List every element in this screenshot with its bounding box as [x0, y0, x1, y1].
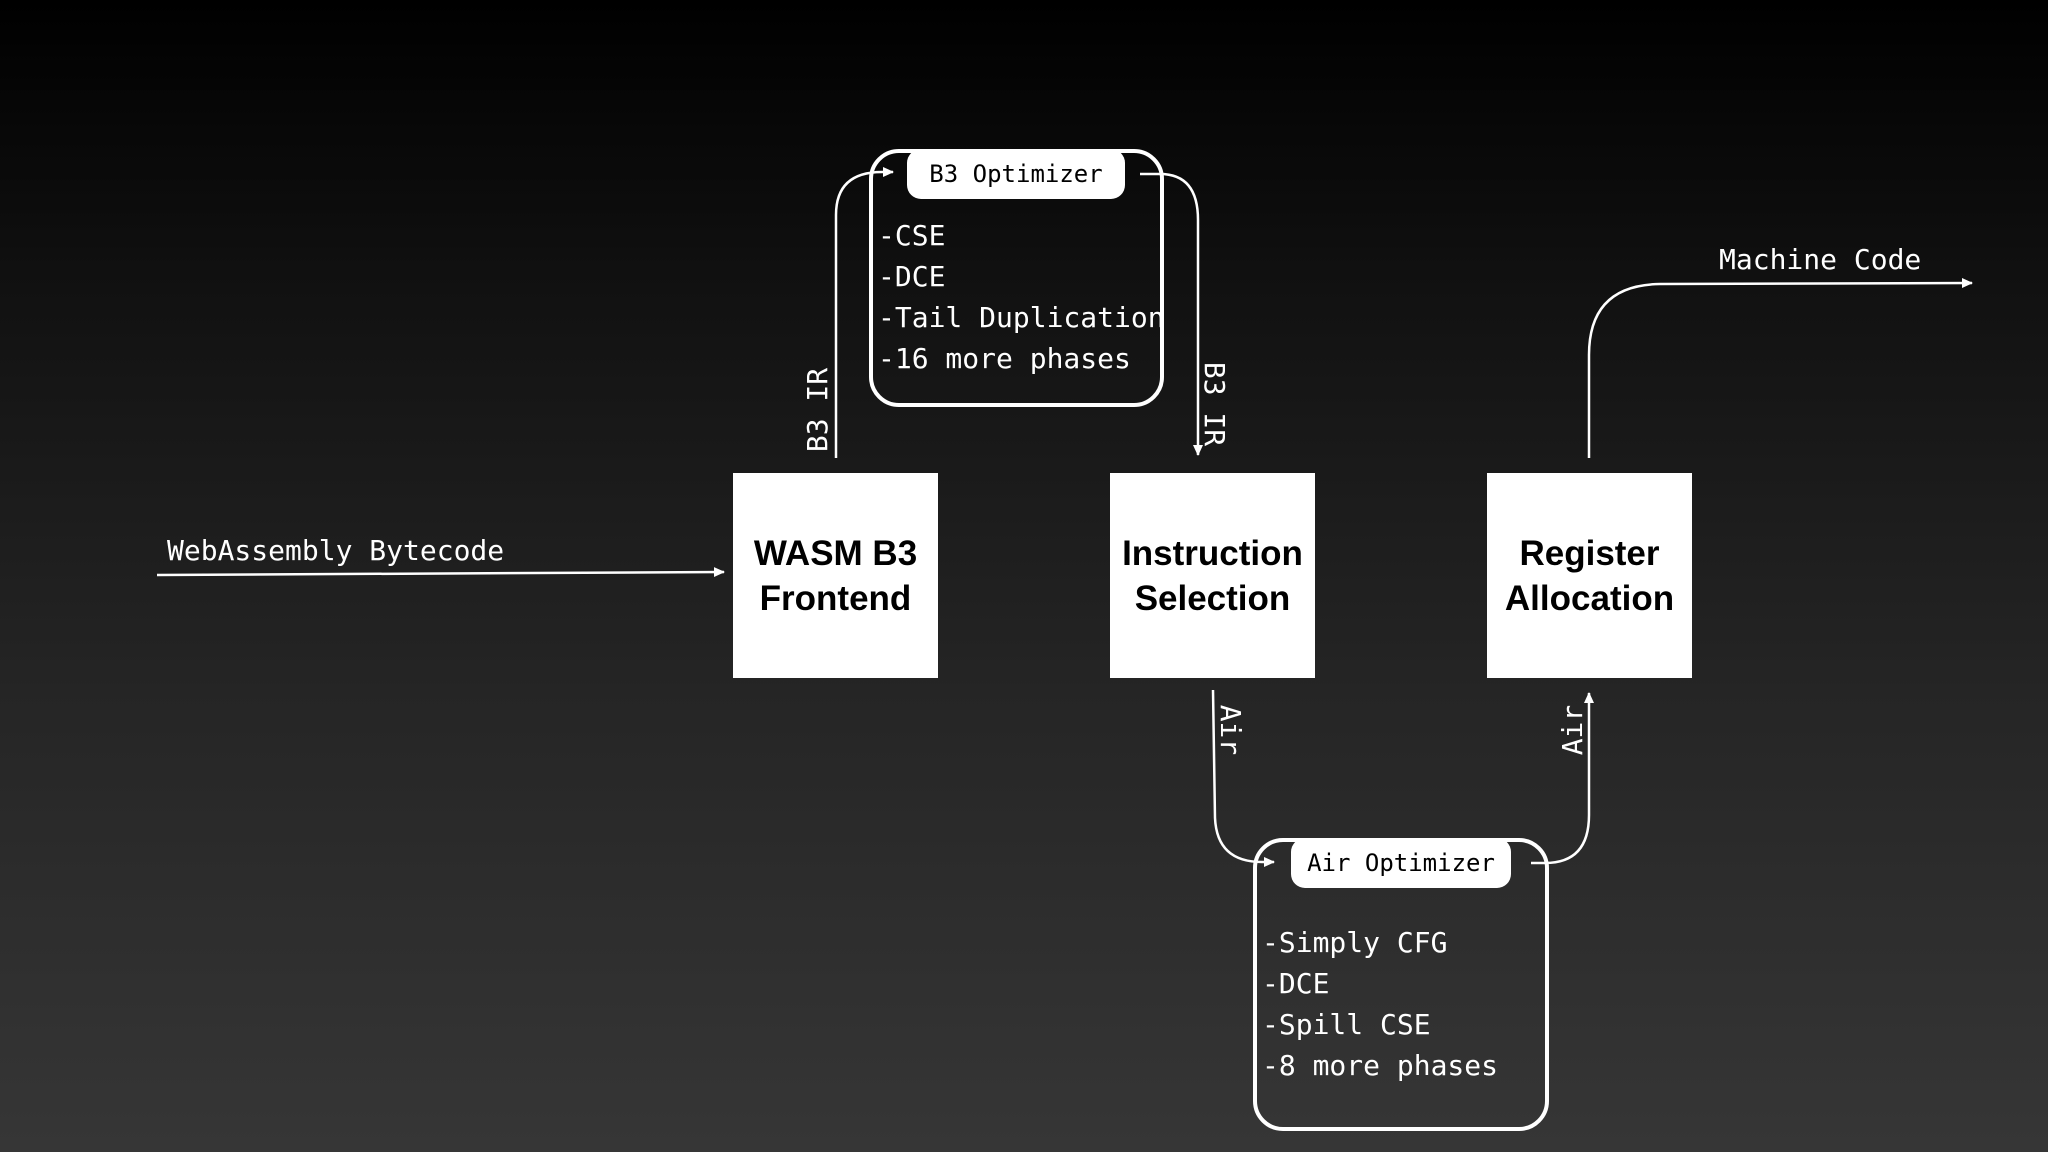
air-phase-item: -8 more phases	[1262, 1049, 1499, 1082]
air-phase-item: -Spill CSE	[1262, 1008, 1431, 1041]
regalloc-line2: Allocation	[1504, 578, 1675, 618]
air-optimizer-title: Air Optimizer	[1291, 838, 1511, 888]
air-phase-item: -Simply CFG	[1262, 926, 1448, 959]
b3-phase-item: -CSE	[878, 219, 946, 252]
air-optimizer-phases: -Simply CFG -DCE -Spill CSE -8 more phas…	[1262, 922, 1498, 1086]
air-phase-item: -DCE	[1262, 967, 1330, 1000]
frontend-line2: Frontend	[759, 578, 912, 618]
b3-phase-item: -Tail Duplication	[878, 301, 1165, 334]
bytecode-arrow	[156, 567, 725, 578]
b3-ir-up-label: B3 IR	[801, 367, 834, 453]
register-allocation-box: Register Allocation	[1487, 473, 1692, 678]
air-down-label: Air	[1214, 704, 1247, 756]
b3-ir-down-label: B3 IR	[1198, 361, 1231, 447]
wasm-b3-frontend-box: WASM B3 Frontend	[733, 473, 938, 678]
machine-code-label: Machine Code	[1719, 243, 1922, 276]
isel-line1: Instruction	[1122, 533, 1303, 573]
b3-optimizer-phases: -CSE -DCE -Tail Duplication -16 more pha…	[878, 215, 1165, 379]
regalloc-line1: Register	[1519, 533, 1660, 573]
bytecode-label: WebAssembly Bytecode	[167, 534, 505, 567]
b3-optimizer-title: B3 Optimizer	[907, 149, 1125, 199]
air-up-label: Air	[1556, 704, 1589, 756]
machine-code-arrow	[1587, 278, 1973, 458]
b3-phase-item: -DCE	[878, 260, 946, 293]
frontend-line1: WASM B3	[753, 533, 918, 573]
instruction-selection-box: Instruction Selection	[1110, 473, 1315, 678]
b3-phase-item: -16 more phases	[878, 342, 1131, 375]
isel-line2: Selection	[1134, 578, 1291, 618]
